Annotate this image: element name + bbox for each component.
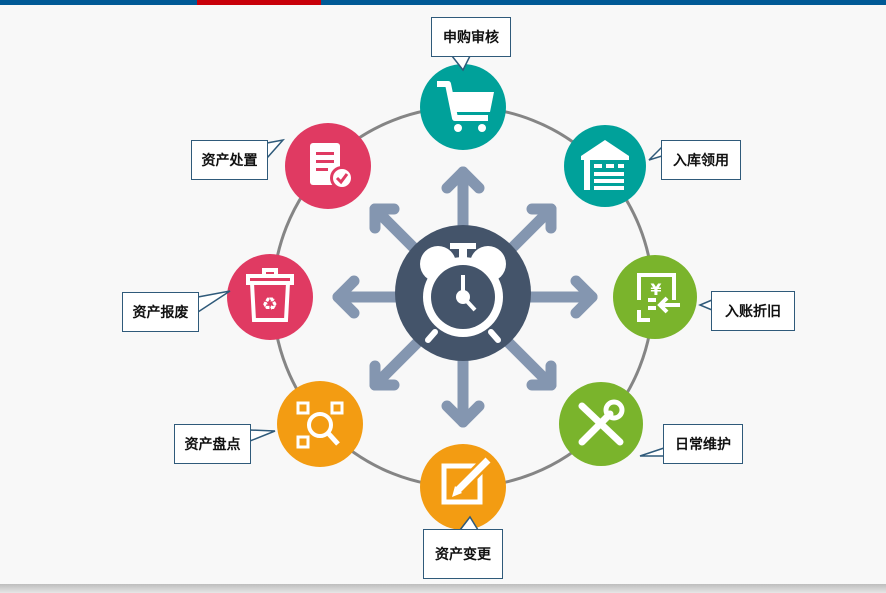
document-check-icon: [310, 143, 354, 190]
warehouse-icon: [581, 140, 629, 190]
shopping-cart-icon: [437, 81, 494, 132]
label-stock-in: 入库领用: [661, 140, 741, 180]
recycle-bin-icon: ♻: [246, 268, 294, 322]
yen-document-icon: ¥: [637, 273, 680, 322]
label-disposal: 资产处置: [191, 140, 268, 180]
node-inventory[interactable]: [277, 381, 363, 467]
label-depreciation: 入账折旧: [711, 291, 795, 331]
node-disposal[interactable]: [285, 123, 371, 209]
bottom-bar: [0, 584, 886, 593]
top-bar: [0, 0, 886, 5]
tools-icon: [578, 399, 625, 446]
label-change: 资产变更: [423, 529, 503, 579]
top-bar-accent: [197, 0, 321, 5]
qr-search-icon: [296, 401, 344, 449]
svg-text:♻: ♻: [262, 294, 278, 315]
label-maintenance: 日常维护: [663, 424, 743, 464]
node-purchase-review[interactable]: [420, 64, 506, 150]
node-stock-in[interactable]: [564, 125, 646, 207]
label-inventory: 资产盘点: [174, 424, 251, 464]
label-purchase-review: 申购审核: [431, 17, 511, 57]
svg-text:¥: ¥: [650, 280, 661, 299]
node-maintenance[interactable]: [559, 382, 643, 466]
node-scrap[interactable]: ♻: [227, 254, 313, 340]
alarm-clock-icon: [395, 225, 531, 361]
label-scrap: 资产报废: [122, 292, 199, 332]
node-change[interactable]: [420, 444, 506, 530]
edit-icon: [441, 453, 495, 505]
node-depreciation[interactable]: ¥: [613, 255, 697, 339]
